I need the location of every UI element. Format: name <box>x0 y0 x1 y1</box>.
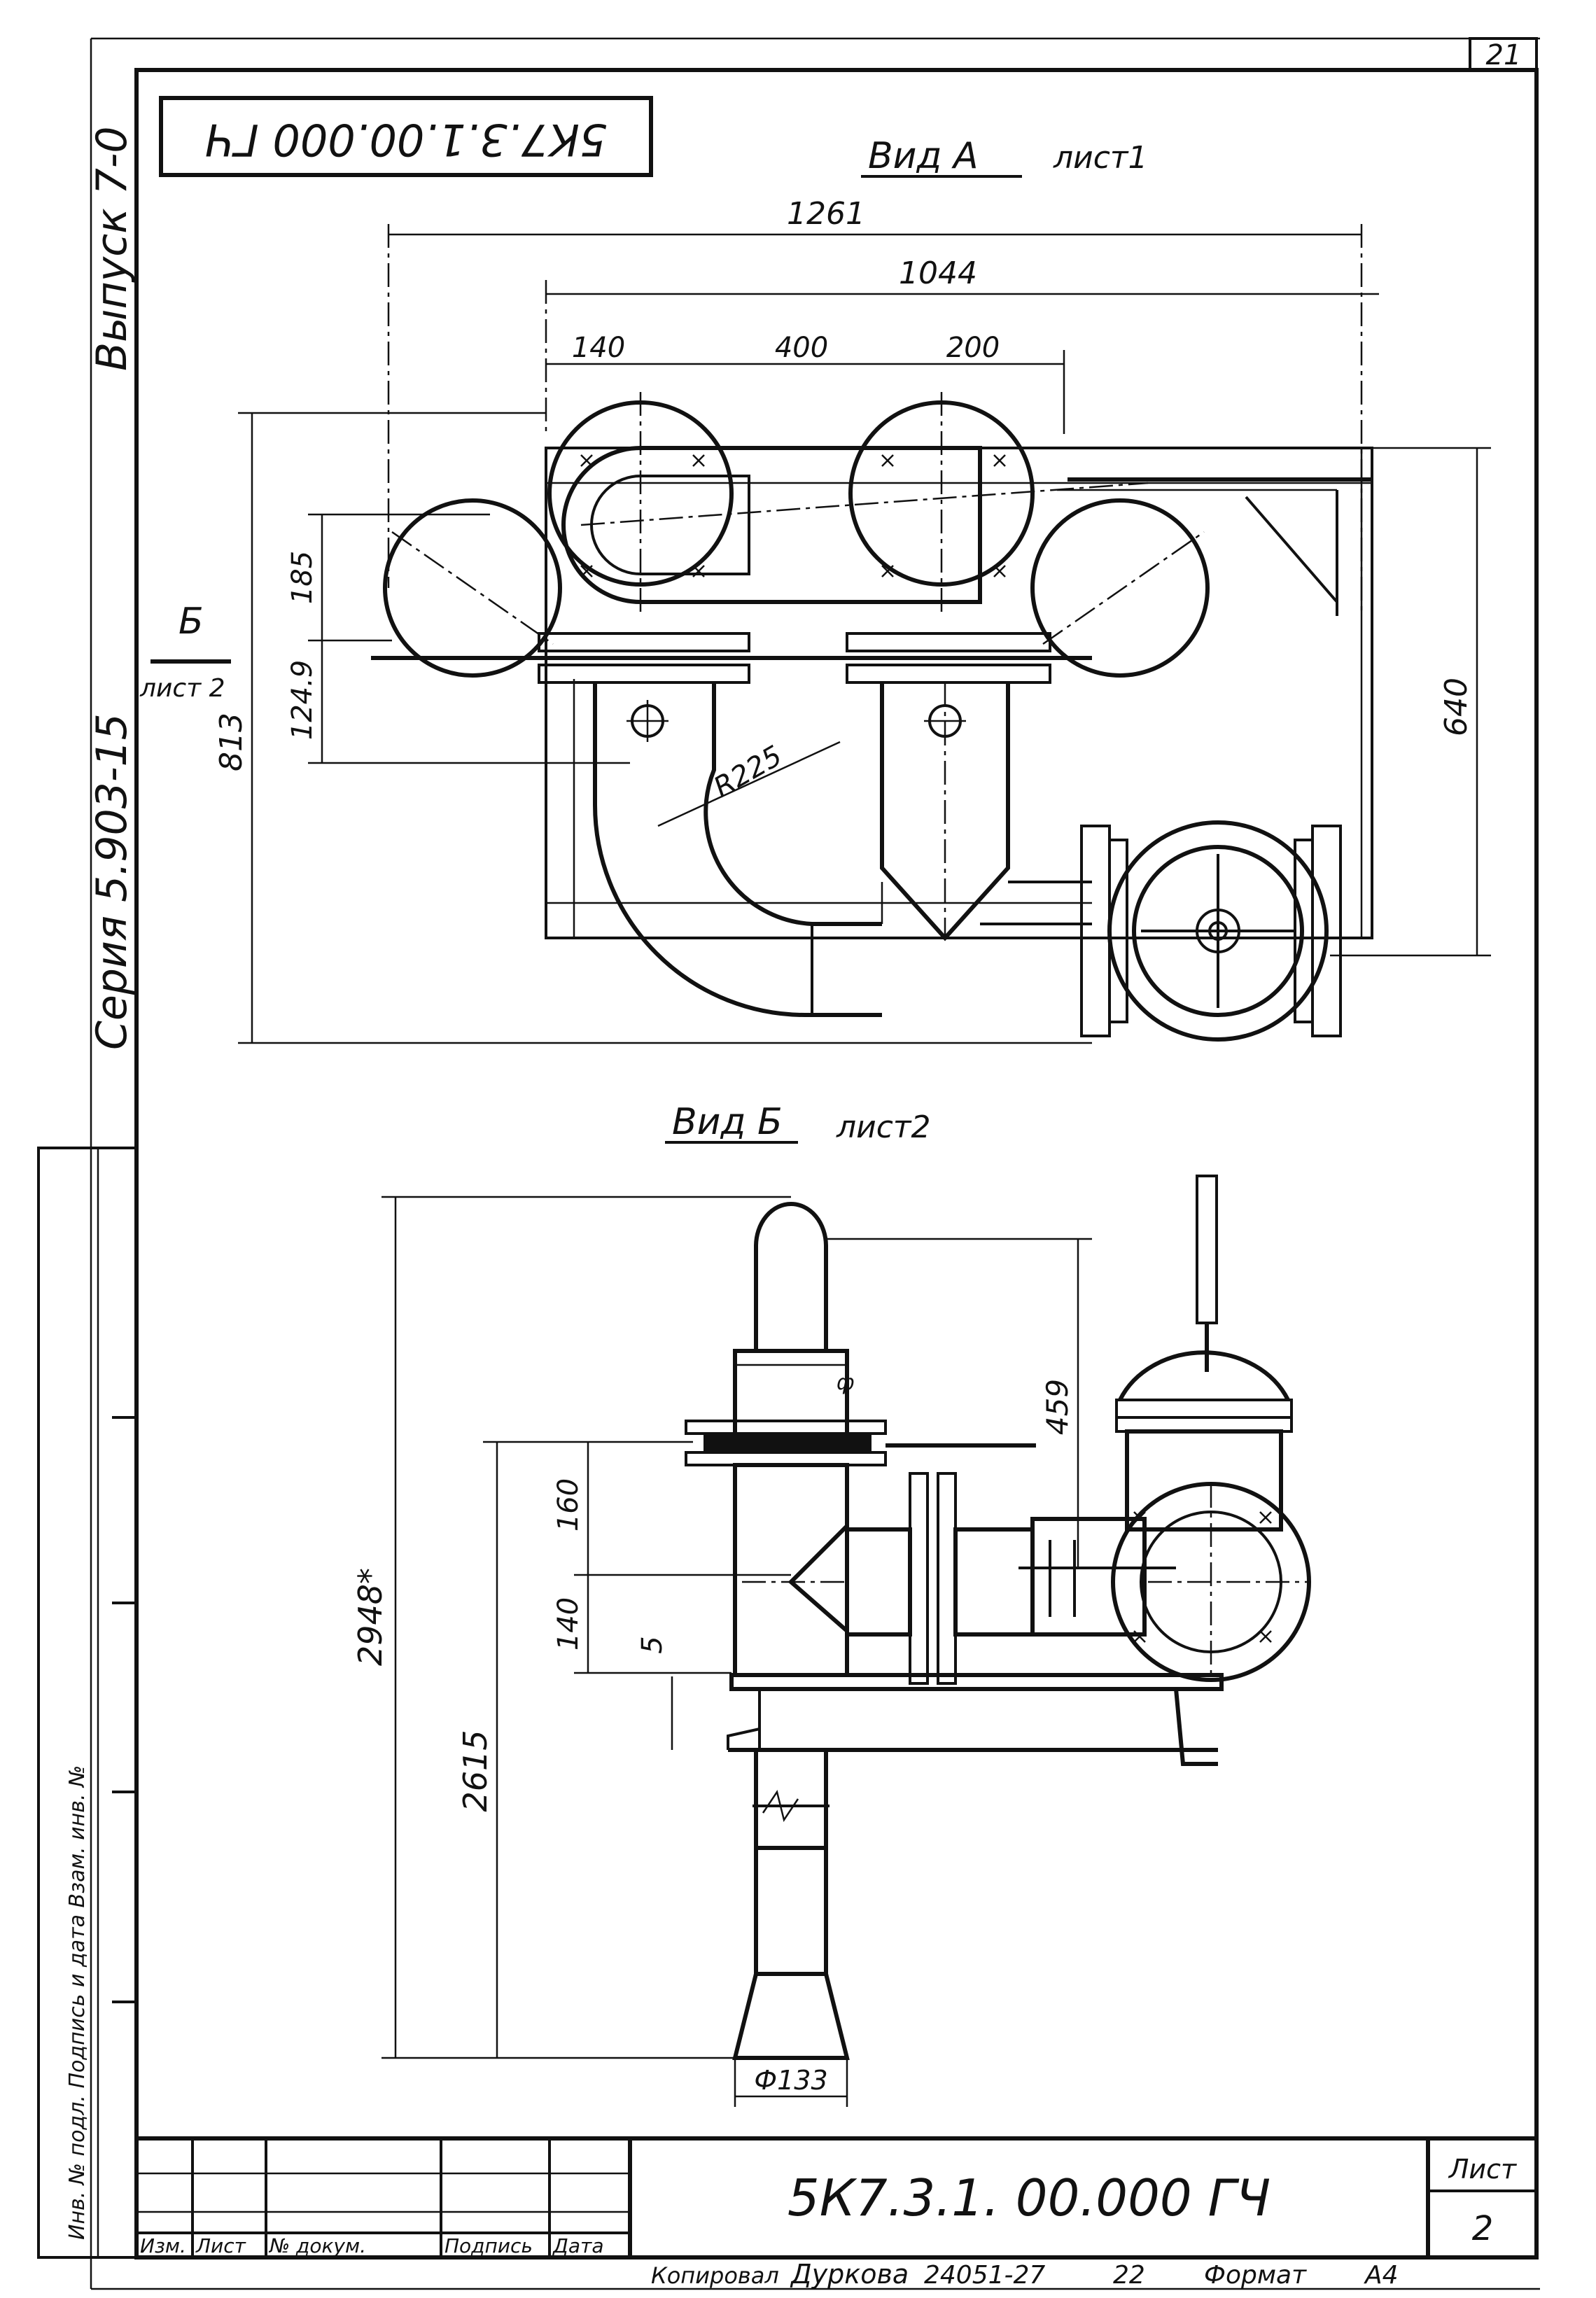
col-sign: Подпись <box>444 2234 533 2257</box>
footer-format: А4 <box>1364 2261 1399 2290</box>
section-ref: Б <box>178 601 204 643</box>
series-label: Серия 5.903-15 <box>88 713 136 1050</box>
dim-640: 640 <box>1438 678 1474 736</box>
footer-code: 24051-27 <box>924 2261 1045 2290</box>
dim-2948: 2948* <box>351 1568 389 1666</box>
dim-2615: 2615 <box>456 1730 494 1812</box>
view-b-sheet: лист2 <box>836 1109 931 1145</box>
view-a-sheet: лист1 <box>1053 140 1148 176</box>
footer-num: 22 <box>1113 2261 1145 2290</box>
dim-140: 140 <box>572 332 625 364</box>
sheet-label: Лист <box>1448 2154 1518 2185</box>
dim-400: 400 <box>775 332 828 364</box>
title-block: Изм. Лист № докум. Подпись Дата 5К7.3.1.… <box>134 2136 1539 2260</box>
title-designation: 5К7.3.1. 00.000 ГЧ <box>788 2169 1270 2227</box>
dim-200: 200 <box>946 332 1000 364</box>
col-doc: № докум. <box>268 2234 366 2257</box>
page-number: 21 <box>1486 39 1522 71</box>
dim-r225: R225 <box>708 740 788 804</box>
view-b: Вид Б лист2 ф <box>351 1101 1311 2107</box>
view-b-small-mark: ф <box>836 1371 855 1395</box>
col-list: Лист <box>195 2234 246 2257</box>
sheet-frame: 21 <box>90 37 1540 2290</box>
footer-name: Дуркова <box>790 2259 909 2290</box>
dim-140-b: 140 <box>552 1597 584 1651</box>
dim-813: 813 <box>214 713 249 771</box>
dim-1044: 1044 <box>899 255 977 291</box>
dim-phi133: Ф133 <box>754 2065 827 2096</box>
col-date: Дата <box>552 2234 604 2257</box>
footer: Копировал Дуркова 24051-27 22 Формат А4 <box>651 2259 1399 2290</box>
footer-copied: Копировал <box>651 2262 779 2289</box>
stamp-column: Инв. № подл. Подпись и дата Взам. инв. № <box>37 1147 138 2259</box>
dim-459: 459 <box>1040 1379 1074 1435</box>
view-a-title: Вид А <box>868 135 979 177</box>
issue-label: Выпуск 7-0 <box>88 126 136 371</box>
dim-124-9: 124.9 <box>286 660 318 741</box>
designation-rotated: 5К7.3.1.00.000 ГЧ <box>205 114 608 165</box>
designation-box: 5К7.3.1.00.000 ГЧ <box>159 96 653 177</box>
valve-wheel <box>1080 820 1342 1042</box>
dim-185: 185 <box>286 551 318 604</box>
radius-leader <box>657 741 841 827</box>
view-a: Вид А лист1 1261 1044 140 400 200 <box>139 135 1491 1044</box>
dim-160: 160 <box>552 1478 584 1532</box>
col-izm: Изм. <box>140 2234 186 2257</box>
footer-format-label: Формат <box>1204 2261 1307 2290</box>
view-b-title: Вид Б <box>672 1101 783 1143</box>
stamp-column-text: Инв. № подл. Подпись и дата Взам. инв. № <box>65 1765 90 2240</box>
sheet-number: 2 <box>1472 2209 1494 2248</box>
section-sheet: лист 2 <box>139 674 225 703</box>
dim-1261: 1261 <box>787 196 865 232</box>
dim-5: 5 <box>636 1636 668 1653</box>
